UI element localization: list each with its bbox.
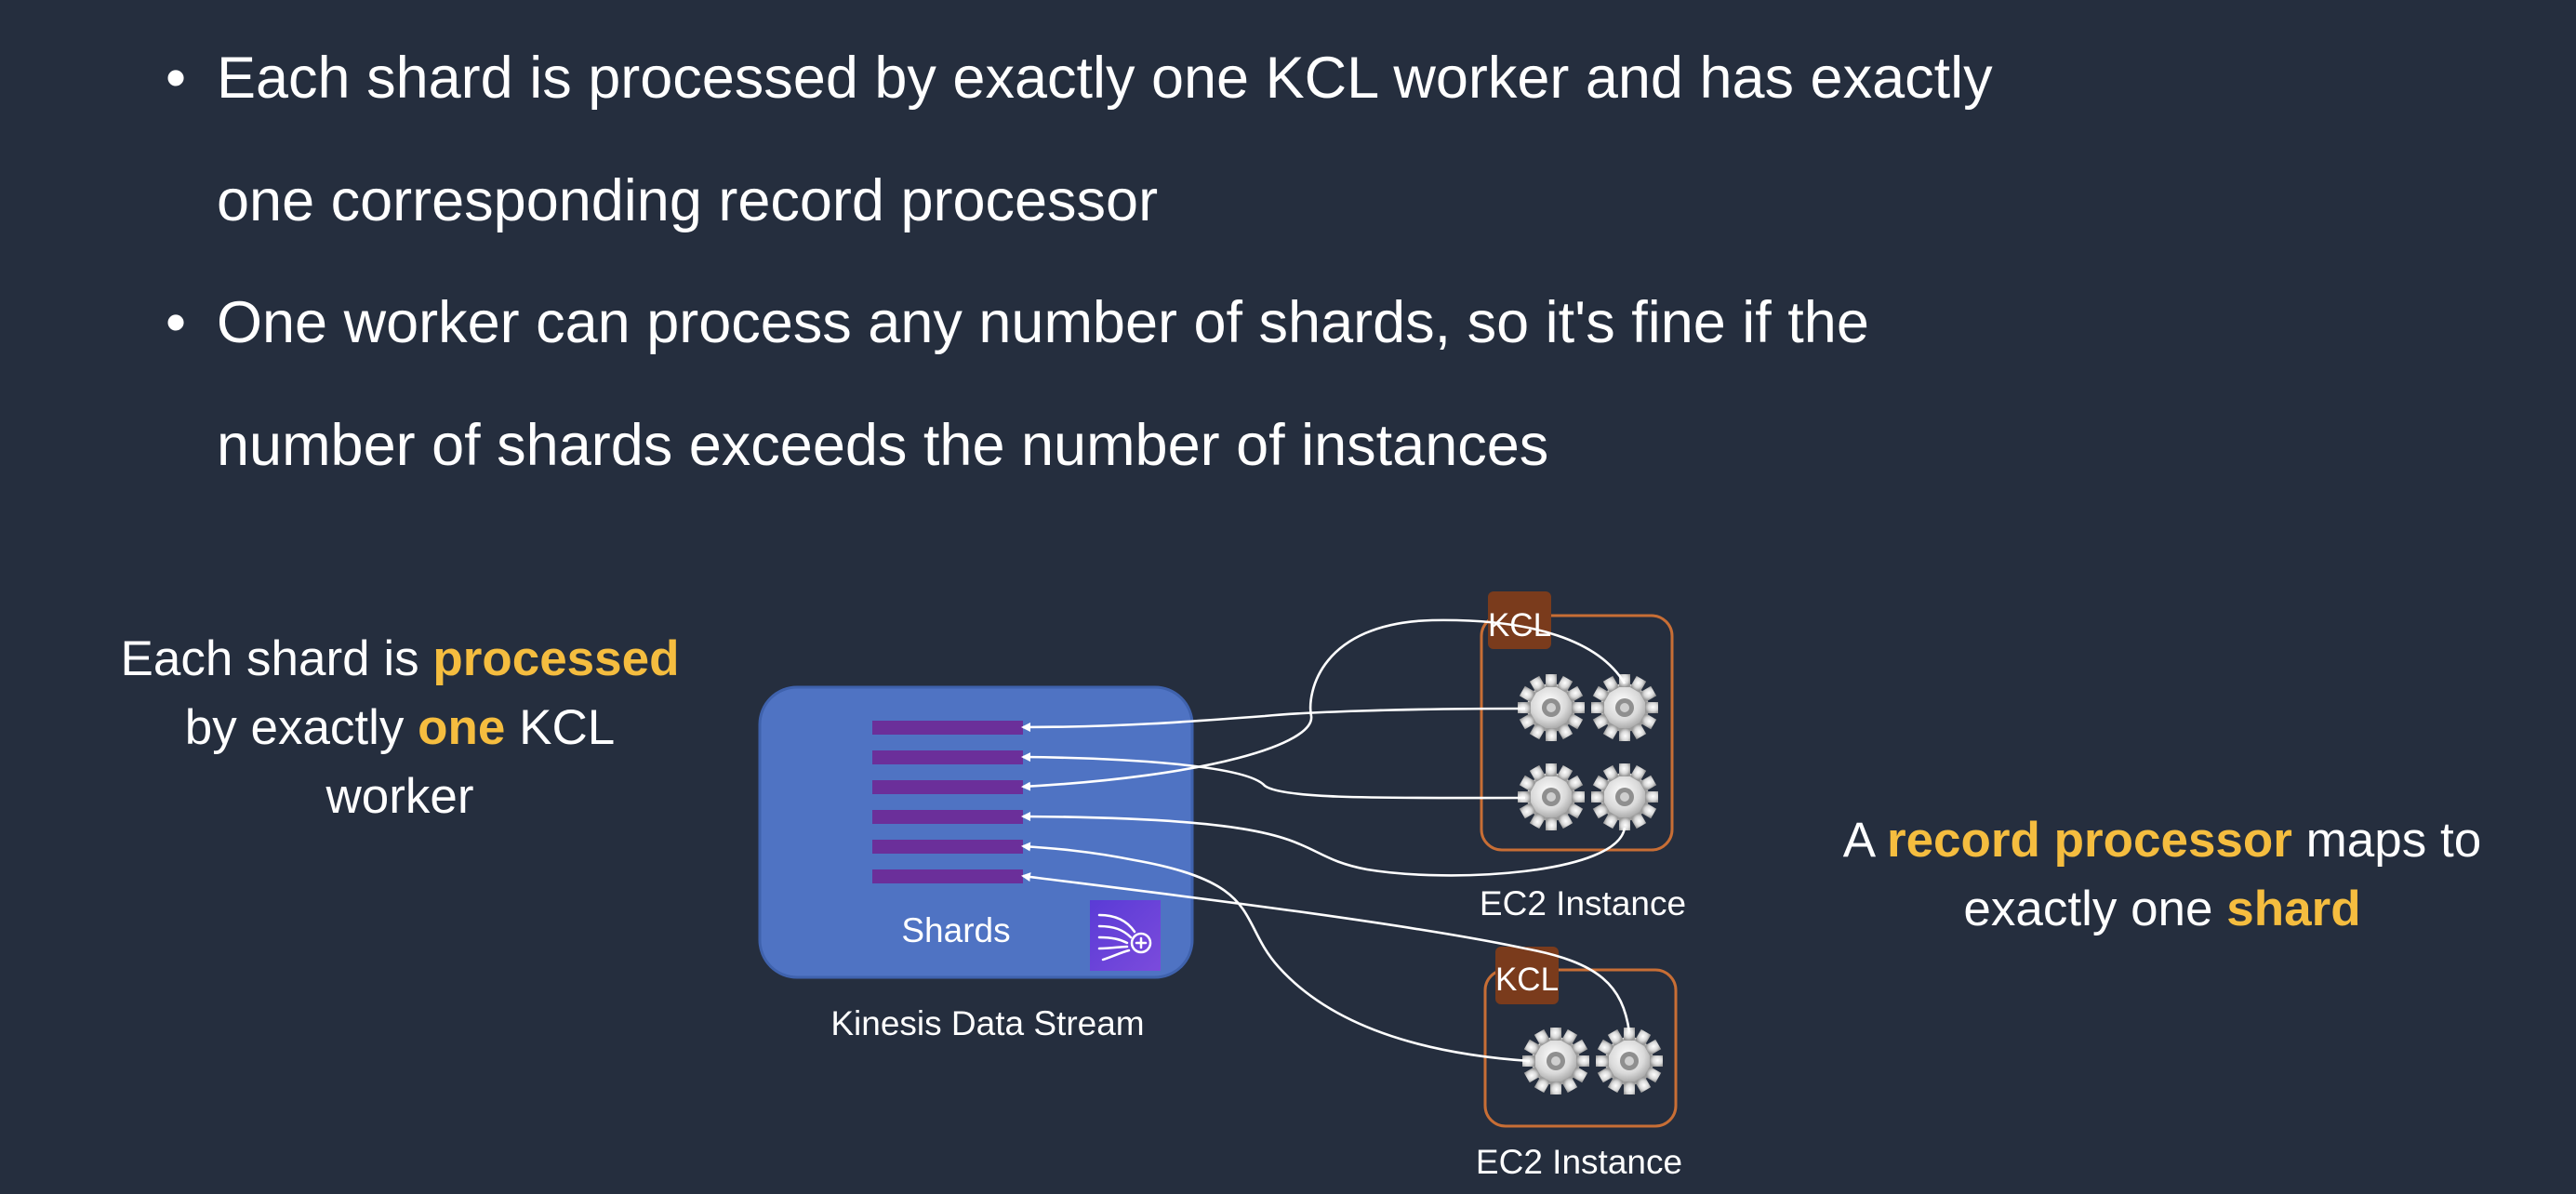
connector-arrow [1021, 842, 1531, 1063]
shard-bar [872, 840, 1023, 854]
connector-arrow [1021, 812, 1627, 877]
right-caption-line-1: A record processor maps to [1842, 813, 2482, 868]
worker-gear-icon [1591, 674, 1658, 741]
right-caption-line-2: exactly one shard [1963, 882, 2361, 936]
left-caption-line-1: Each shard is processed [120, 631, 680, 686]
kcl-badge [1488, 591, 1551, 649]
connector-arrow [1021, 618, 1627, 791]
kinesis-data-streams-icon [1090, 900, 1161, 971]
bullet-marker: • [166, 46, 187, 111]
connector-arrow [1021, 752, 1526, 800]
highlight-one: one [418, 700, 506, 755]
kinesis-stream-box [758, 685, 1194, 979]
bullet-1-line-1: Each shard is processed by exactly one K… [217, 46, 1993, 111]
kcl-badge [1495, 947, 1559, 1004]
ec2-instance-label: EC2 Instance [1476, 1143, 1682, 1181]
shards-label: Shards [901, 911, 1010, 949]
highlight-shard: shard [2226, 882, 2361, 936]
worker-gear-icon [1596, 1028, 1663, 1094]
ec2-instance-label: EC2 Instance [1480, 884, 1686, 922]
kcl-label: KCL [1495, 962, 1559, 998]
bullet-marker: • [166, 290, 187, 355]
shard-bar [872, 869, 1023, 883]
ec2-instance-box [1480, 614, 1674, 852]
left-caption: Each shard is processed by exactly one K… [93, 625, 707, 831]
shard-bar [872, 810, 1023, 824]
highlight-record-processor: record processor [1886, 813, 2292, 868]
worker-gear-icon [1518, 674, 1585, 741]
bullet-1-line-2: one corresponding record processor [217, 168, 1159, 233]
worker-gear-icon [1522, 1028, 1589, 1094]
left-caption-line-2: by exactly one KCL [184, 700, 616, 755]
bullet-2-line-2: number of shards exceeds the number of i… [217, 413, 1549, 478]
worker-gear-icon [1591, 763, 1658, 830]
connector-arrow [1021, 872, 1631, 1033]
kinesis-data-stream-label: Kinesis Data Stream [830, 1004, 1144, 1042]
shard-bar [872, 780, 1023, 794]
worker-gear-icon [1518, 763, 1585, 830]
shard-bar [872, 750, 1023, 764]
right-caption: A record processor maps to exactly one s… [1776, 806, 2548, 944]
left-caption-line-3: worker [325, 769, 474, 824]
highlight-processed: processed [432, 631, 680, 686]
ec2-instance-box [1483, 968, 1678, 1128]
bullet-2-line-1: One worker can process any number of sha… [217, 290, 1869, 355]
shard-bar [872, 721, 1023, 735]
connector-arrow [1021, 707, 1526, 732]
